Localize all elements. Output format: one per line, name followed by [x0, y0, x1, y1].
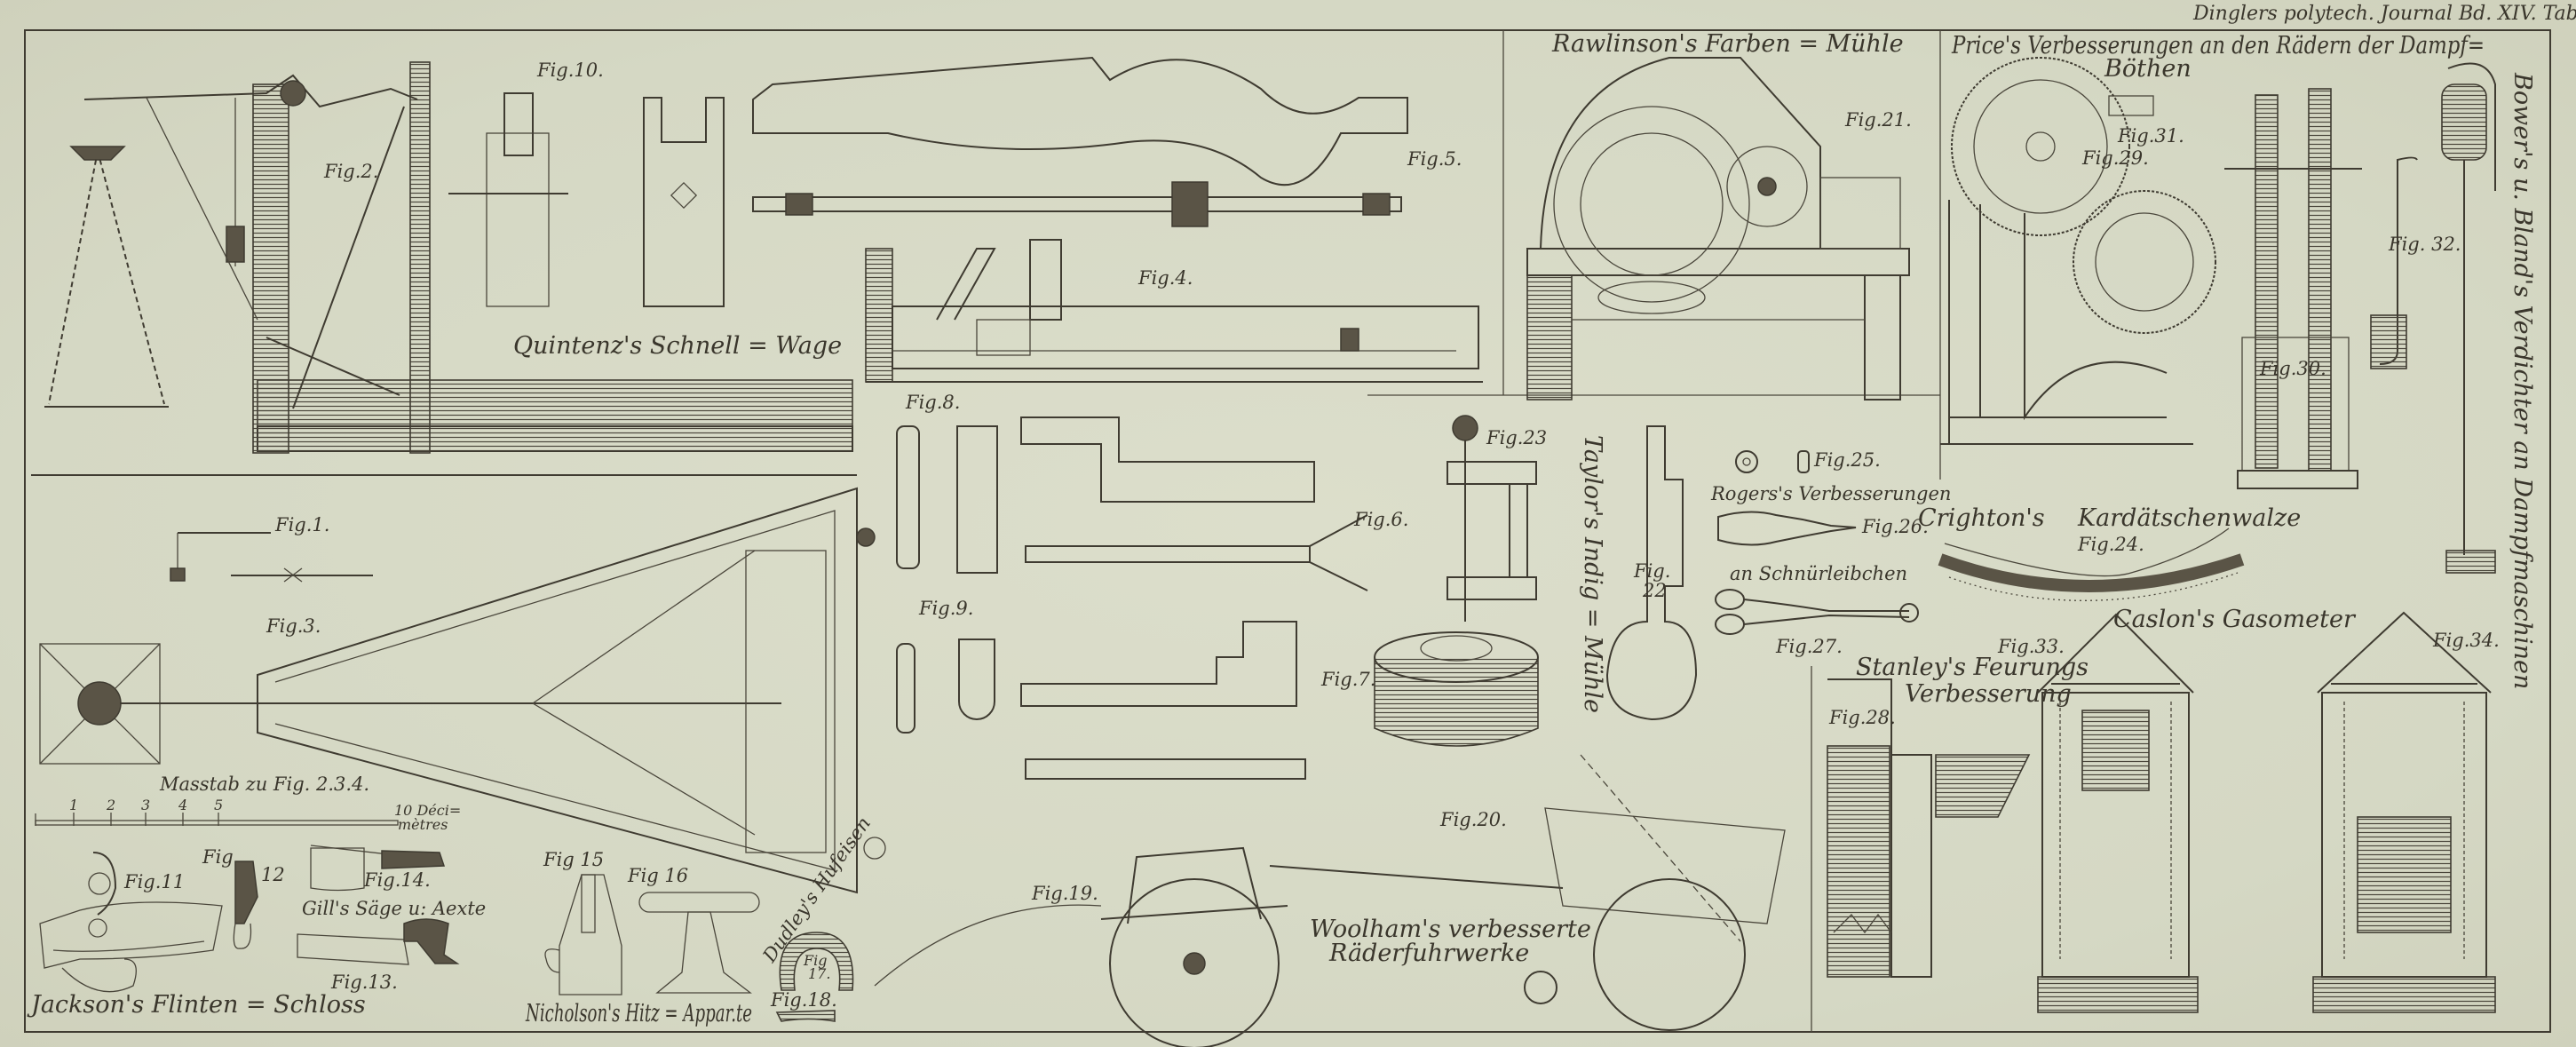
- fig1-label: Fig.1.: [274, 514, 329, 535]
- scale-caption: Masstab zu Fig. 2.3.4.: [159, 773, 369, 795]
- title-woolham-1: Woolham's verbesserte: [1310, 916, 1591, 943]
- fig12-label-a: Fig: [202, 846, 234, 868]
- title-price-1: Price's Verbesserungen an den Rädern der…: [1951, 32, 2485, 59]
- fig15-16-heating-apparatus: Fig 15 Fig 16: [543, 849, 760, 995]
- fig9-parts: Fig.9.: [896, 598, 995, 734]
- fig32-condenser: Fig. 32.: [2370, 62, 2496, 574]
- fig21-paint-mill: Fig.21.: [1526, 57, 1912, 401]
- fig18-label: Fig.18.: [770, 989, 837, 1011]
- fig10-label: Fig.10.: [536, 59, 604, 81]
- fig5-lever: Fig.5.: [752, 56, 1462, 227]
- fig8-parts: Fig.8.: [896, 392, 998, 574]
- fig24-carding-roller: Fig.24.: [1938, 527, 2245, 601]
- title-nicholson: Nicholson's Hitz = Appar.te: [525, 1000, 752, 1027]
- plate-border: [24, 29, 2551, 1033]
- title-quintenz: Quintenz's Schnell = Wage: [513, 332, 842, 360]
- scale-end-label: 10 Déci=: [394, 802, 461, 819]
- scale-tick: 5: [214, 797, 223, 813]
- scale-bar: Masstab zu Fig. 2.3.4. 1 2 3 4 5 10 Déci…: [35, 773, 461, 833]
- fig8-label: Fig.8.: [905, 392, 960, 413]
- fig4-label: Fig.4.: [1137, 267, 1193, 289]
- fig4-mechanism: Fig.4.: [865, 239, 1483, 383]
- fig13-label: Fig.13.: [330, 972, 398, 993]
- fig19-20-cart: Fig.19. Fig.20.: [874, 754, 1786, 1047]
- title-crighton-2: Kardätschenwalze: [2077, 504, 2301, 532]
- fig23-label: Fig.23: [1486, 427, 1547, 448]
- fig9-label: Fig.9.: [918, 598, 973, 619]
- fig21-label: Fig.21.: [1844, 109, 1912, 131]
- fig30-wheel-shaft: Fig.30.: [2224, 88, 2362, 489]
- fig29-label: Fig.29.: [2081, 147, 2149, 169]
- fig22-label-a: Fig.: [1633, 560, 1670, 582]
- scale-tick: 4: [178, 797, 187, 813]
- title-woolham-2: Räderfuhrwerke: [1328, 940, 1529, 967]
- fig1-diagram: Fig.1.: [170, 514, 373, 583]
- title-caslon: Caslon's Gasometer: [2113, 606, 2357, 633]
- title-rogers-2: an Schnürleibchen: [1730, 563, 1907, 584]
- scale-end-label: mètres: [398, 816, 448, 833]
- title-rawlinson: Rawlinson's Farben = Mühle: [1551, 30, 1904, 58]
- plate-header: Dinglers polytech. Journal Bd. XIV. Tab.…: [2192, 3, 2576, 25]
- scale-tick: 1: [69, 797, 78, 813]
- fig28-label: Fig.28.: [1828, 707, 1896, 728]
- fig33-gasometer: Fig.33.: [1997, 613, 2199, 1013]
- fig15-label: Fig 15: [543, 849, 604, 870]
- fig6-parts: Fig.6.: [1020, 416, 1408, 591]
- fig7-parts: Fig.7.: [1020, 621, 1375, 780]
- fig32-label: Fig. 32.: [2388, 234, 2461, 255]
- fig28-furnace: Fig.28.: [1827, 678, 2031, 978]
- fig17-label-a: Fig: [803, 952, 827, 969]
- title-gill: Gill's Säge u: Aexte: [302, 898, 486, 919]
- fig10-parts: Fig.10.: [448, 59, 725, 307]
- fig6-label: Fig.6.: [1353, 509, 1408, 530]
- fig5-label: Fig.5.: [1407, 148, 1462, 170]
- fig25-label: Fig.25.: [1813, 449, 1881, 471]
- fig17-label-b: 17.: [808, 965, 830, 982]
- fig17-18-horseshoe: Fig 17. Fig.18. Dudley's Hufeisen: [758, 813, 875, 1022]
- fig2-quintenz-scale: Fig.2.: [31, 61, 857, 476]
- fig13-14-saw-axe: Fig.14. Gill's Säge u: Aexte Fig.13.: [297, 845, 486, 993]
- title-jackson: Jackson's Flinten = Schloss: [27, 991, 366, 1019]
- fig11-flintlock: Fig.11 Fig 12: [39, 846, 285, 993]
- fig26-label: Fig.26.: [1861, 516, 1929, 537]
- fig29-paddle-wheel-gear: Fig.29. Fig.31.: [1940, 57, 2216, 445]
- title-price-2: Böthen: [2104, 55, 2192, 83]
- fig7-label: Fig.7.: [1320, 669, 1375, 690]
- fig14-label: Fig.14.: [363, 869, 431, 891]
- title-taylor: Taylor's Indig = Mühle: [1579, 435, 1606, 713]
- fig19-label: Fig.19.: [1031, 883, 1098, 904]
- fig12-label-b: 12: [261, 864, 285, 885]
- title-stanley-2: Verbesserung: [1905, 680, 2072, 708]
- fig27-label: Fig.27.: [1775, 636, 1843, 657]
- fig33-label: Fig.33.: [1997, 636, 2065, 657]
- fig20-label: Fig.20.: [1439, 809, 1507, 830]
- title-bower: Bower's u. Bland's Verdichter an Dampfma…: [2509, 72, 2536, 689]
- fig25-27-corset-tools: Fig.25. Rogers's Verbesserungen Fig.26. …: [1710, 449, 1951, 657]
- scale-tick: 2: [106, 797, 115, 813]
- fig11-label: Fig.11: [123, 871, 185, 892]
- fig3-label: Fig.3.: [266, 615, 321, 637]
- fig22-23-indigo-mill: Fig.23 Fig. 22: [1374, 415, 1698, 747]
- fig31-label: Fig.31.: [2117, 125, 2184, 147]
- title-crighton-1: Crighton's: [1918, 504, 2045, 532]
- fig3-frame: Fig.3.: [39, 487, 886, 894]
- fig34-gasometer: Fig.34.: [2312, 611, 2500, 1013]
- title-stanley-1: Stanley's Feurungs: [1856, 654, 2089, 681]
- fig30-label: Fig.30.: [2259, 358, 2326, 379]
- fig16-label: Fig 16: [627, 865, 688, 886]
- fig22-label-b: 22: [1642, 580, 1667, 601]
- fig34-label: Fig.34.: [2432, 630, 2500, 651]
- fig24-label: Fig.24.: [2077, 534, 2144, 555]
- title-rogers-1: Rogers's Verbesserungen: [1710, 483, 1951, 504]
- fig2-label: Fig.2.: [323, 161, 378, 182]
- scale-tick: 3: [141, 797, 150, 813]
